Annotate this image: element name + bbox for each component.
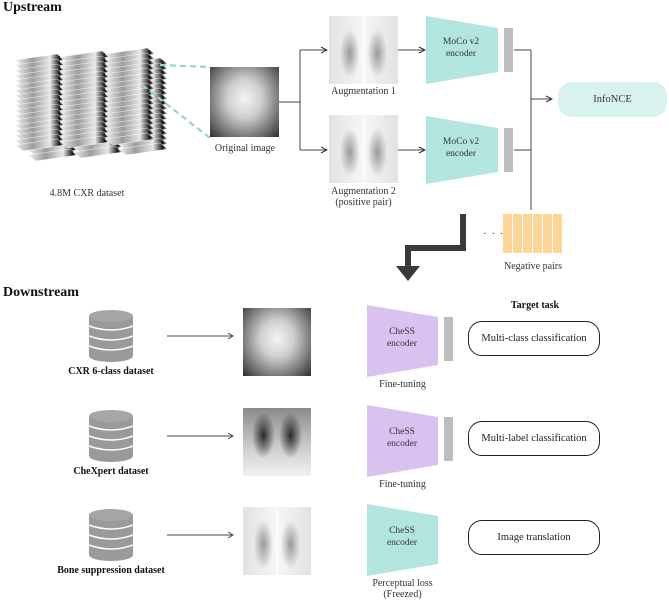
dataset-label: CXR 6-class dataset — [68, 366, 154, 377]
moco-encoder-2-line2: encoder — [445, 149, 477, 159]
upstream-connectors — [279, 0, 669, 210]
dataset-tile — [104, 72, 156, 86]
training-mode-line1: Perceptual loss — [372, 578, 433, 589]
negative-pairs-label: Negative pairs — [503, 261, 563, 272]
classification-head — [444, 417, 453, 461]
encoder-type: encoder — [386, 339, 418, 349]
training-mode-line1: Fine-tuning — [379, 379, 426, 390]
database-icon — [88, 410, 134, 462]
target-task-box: Multi-class classification — [468, 321, 600, 356]
chess-encoder-label: CheSS encoder — [367, 426, 437, 450]
zoom-connector — [141, 63, 211, 139]
chess-encoder — [367, 405, 453, 477]
dataset-tile — [104, 97, 156, 111]
augmentation-1-label: Augmentation 1 — [331, 86, 396, 97]
dataset-tile — [117, 142, 169, 156]
upstream-to-downstream-arrow-icon — [396, 214, 466, 281]
moco-encoder-1 — [426, 16, 513, 84]
chess-encoder-label: CheSS encoder — [367, 525, 437, 549]
original-image-label: Original image — [214, 143, 276, 154]
original-image — [210, 67, 279, 137]
dataset-tile — [104, 62, 156, 76]
chess-encoder-label: CheSS encoder — [367, 326, 437, 350]
augmentation-1-image — [329, 16, 398, 84]
cxr-image — [243, 507, 311, 575]
encoder-name: CheSS — [389, 526, 415, 536]
ellipsis: · · · — [483, 228, 505, 240]
negative-pair-slot — [533, 214, 543, 253]
dataset-tile — [104, 127, 156, 141]
dataset-tile — [104, 132, 156, 146]
projection-head-1 — [504, 28, 513, 72]
augmentation-2-label: Augmentation 2 (positive pair) — [320, 186, 407, 208]
negative-pair-slot — [553, 214, 563, 253]
infonce-loss-box: InfoNCE — [558, 82, 667, 117]
negative-pair-slot — [503, 214, 513, 253]
encoder-type: encoder — [386, 538, 418, 548]
training-mode-line1: Fine-tuning — [379, 479, 426, 490]
dataset-tile — [104, 77, 156, 91]
dataset-label: CheXpert dataset — [73, 466, 149, 477]
dataset-tile — [104, 92, 156, 106]
cxr-image — [243, 408, 311, 476]
negative-pair-slot — [523, 214, 533, 253]
dataset-tile — [104, 67, 156, 81]
moco-encoder-2 — [426, 116, 513, 184]
negative-pair-slot — [543, 214, 553, 253]
dataset-label: Bone suppression dataset — [57, 565, 165, 576]
dataset-tile — [104, 107, 156, 121]
training-mode-label: Perceptual loss (Freezed) — [365, 578, 440, 600]
encoder-name: CheSS — [389, 327, 415, 337]
dataset-tile — [104, 117, 156, 131]
dataset-tile — [104, 112, 156, 126]
augmentation-2-sublabel: (positive pair) — [335, 197, 392, 208]
training-mode-label: Fine-tuning — [365, 479, 440, 490]
upstream-title: Upstream — [3, 0, 62, 15]
encoder-name: CheSS — [389, 427, 415, 437]
projection-head-2 — [504, 128, 513, 172]
dataset-tile — [104, 47, 156, 61]
training-mode-label: Fine-tuning — [365, 379, 440, 390]
target-task-box: Image translation — [468, 520, 600, 555]
database-icon — [88, 310, 134, 362]
chess-encoder — [367, 305, 453, 377]
target-task-header: Target task — [510, 300, 560, 311]
cxr-dataset-stack-icon — [14, 47, 169, 162]
augmentation-2-title: Augmentation 2 — [331, 186, 396, 197]
moco-encoder-2-label: MoCo v2 encoder — [428, 136, 494, 160]
dataset-label: 4.8M CXR dataset — [49, 188, 125, 199]
moco-encoder-1-line1: MoCo v2 — [442, 37, 480, 47]
encoder-type: encoder — [386, 439, 418, 449]
dataset-tile — [104, 102, 156, 116]
augmentation-2-image — [329, 115, 398, 183]
negative-pairs-queue — [503, 214, 563, 253]
training-mode-line2: (Freezed) — [383, 589, 422, 600]
chess-encoder — [367, 504, 438, 576]
dataset-tile — [104, 57, 156, 71]
classification-head — [444, 317, 453, 361]
dataset-tile — [104, 52, 156, 66]
downstream-title: Downstream — [3, 285, 79, 300]
moco-encoder-1-label: MoCo v2 encoder — [428, 36, 494, 60]
cxr-image — [243, 308, 311, 376]
database-icon — [88, 509, 134, 561]
moco-encoder-1-line2: encoder — [445, 49, 477, 59]
target-task-box: Multi-label classification — [468, 421, 600, 456]
dataset-tile — [104, 122, 156, 136]
negative-pair-slot — [513, 214, 523, 253]
moco-encoder-2-line1: MoCo v2 — [442, 137, 480, 147]
